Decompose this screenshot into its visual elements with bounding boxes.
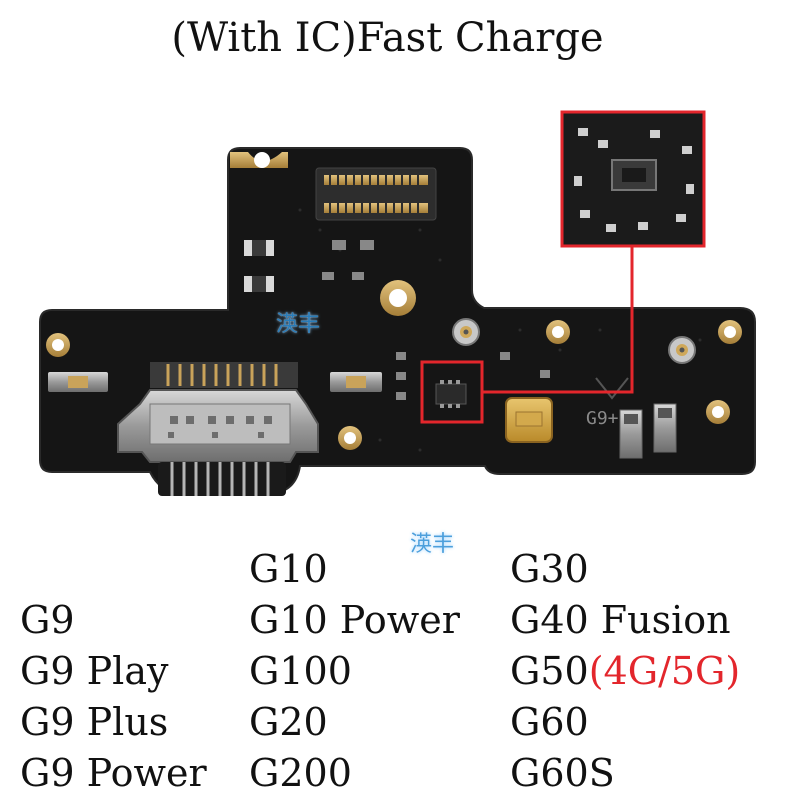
watermark: 渶丰 (410, 532, 455, 557)
page-title: (With IC)Fast Charge (171, 15, 604, 61)
model-item: G40 Fusion (510, 598, 731, 642)
model-item: G100 (249, 649, 352, 693)
zoom-inset (560, 110, 706, 248)
model-item: G20 (249, 700, 328, 744)
model-item-g50: G50(4G/5G) (510, 646, 740, 697)
zoom-connector-line (482, 246, 634, 394)
usb-c-port (117, 362, 319, 496)
fast-charge-ic (435, 380, 467, 408)
flex-connector (315, 167, 437, 221)
model-item: G10 Power (249, 598, 460, 642)
model-item: G30 (510, 547, 589, 591)
contact-pad (48, 372, 382, 392)
model-item: G9 (20, 598, 75, 642)
smd-components (244, 240, 550, 400)
model-item: G10 (249, 547, 328, 591)
coax-connector (452, 318, 696, 364)
silkscreen-label: G9+ (586, 408, 619, 429)
charging-port-board-image: G9+ (39, 110, 756, 496)
microphone (505, 397, 553, 443)
model-item: G60S (510, 751, 615, 795)
model-list-col3: G30 G40 Fusion G50(4G/5G) G60 G60S (510, 544, 740, 799)
model-name: G50 (510, 649, 589, 693)
spring-contact (619, 403, 677, 459)
model-item: G9 Power (20, 751, 207, 795)
model-list-col1: G9 G9 Play G9 Plus G9 Power (20, 595, 207, 799)
model-item: G60 (510, 700, 589, 744)
watermark: 渶丰 (276, 312, 321, 337)
model-item: G9 Plus (20, 700, 169, 744)
model-item: G200 (249, 751, 352, 795)
model-item: G9 Play (20, 649, 169, 693)
model-list-col2: G10 G10 Power G100 G20 G200 (249, 544, 460, 799)
model-variant-note: (4G/5G) (588, 649, 741, 693)
